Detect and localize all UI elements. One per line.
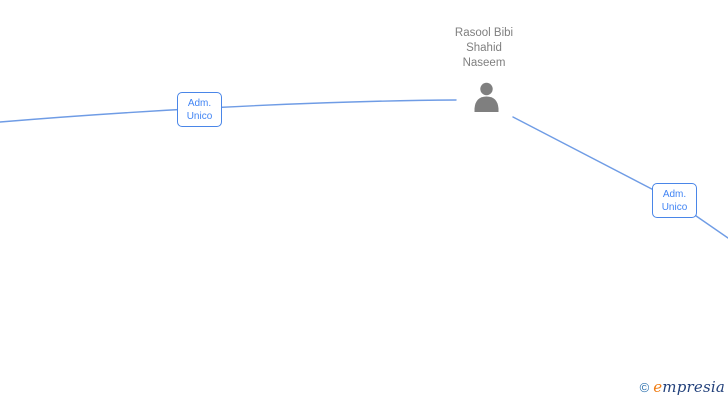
role-label-line: Adm. (187, 97, 212, 109)
role-label-line: Adm. (662, 188, 687, 200)
empresia-logo-first-letter: e (653, 378, 663, 396)
role-label-adm-unico-left[interactable]: Adm. Unico (177, 92, 222, 127)
edge-left-offscreen-to-person (0, 99, 457, 123)
person-icon[interactable] (473, 82, 500, 112)
edge-person-to-right-box (512, 116, 674, 201)
person-name-line: Shahid (466, 42, 502, 54)
person-name: Rasool Bibi Shahid Naseem (414, 26, 554, 71)
copyright-symbol: © (639, 380, 650, 395)
role-label-line: Unico (186, 110, 213, 122)
empresia-logo[interactable]: empresia (653, 378, 725, 396)
role-label-line: Unico (661, 201, 688, 213)
brand-footer: © empresia (640, 378, 725, 396)
person-name-line: Rasool Bibi (454, 27, 514, 39)
person-name-line: Naseem (462, 57, 506, 69)
role-label-adm-unico-right[interactable]: Adm. Unico (652, 183, 697, 218)
empresia-logo-rest: mpresia (662, 378, 725, 396)
